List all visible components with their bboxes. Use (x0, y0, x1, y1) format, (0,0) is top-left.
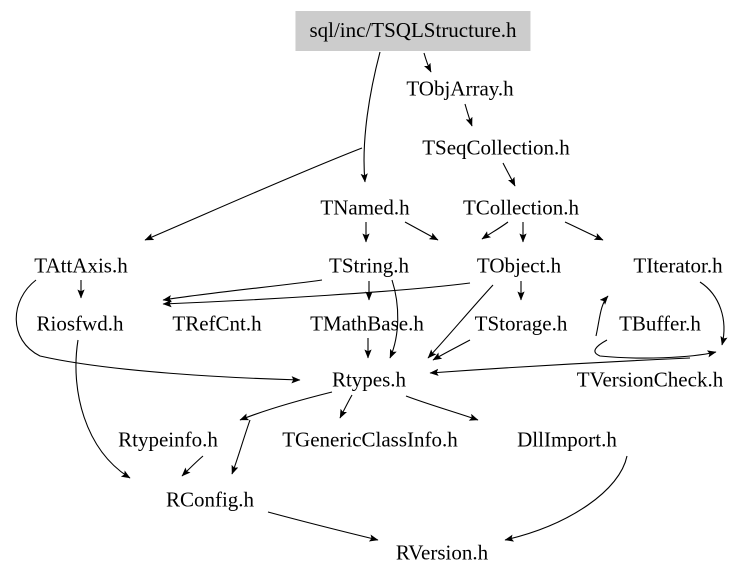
edge-tobject-trefcnt (162, 282, 471, 308)
edge-rconfig-rversion (267, 511, 379, 542)
graph-node-tversioncheck[interactable]: TVersionCheck.h (576, 367, 724, 392)
graph-node-tseqcollection[interactable]: TSeqCollection.h (422, 135, 570, 160)
edge-rtypes-dllimport (405, 395, 479, 421)
graph-node-trefcnt[interactable]: TRefCnt.h (172, 311, 262, 336)
edge-tcollection-tobject (481, 221, 509, 240)
edge-tnamed-tobject (404, 221, 439, 241)
edge-tobjarray-tseqcollection (464, 103, 473, 127)
graph-node-rconfig[interactable]: RConfig.h (165, 487, 255, 512)
graph-node-rversion[interactable]: RVersion.h (395, 540, 489, 565)
edge-tgenericclassinfo-rconfig (231, 419, 251, 475)
graph-node-riosfwd[interactable]: Riosfwd.h (36, 311, 124, 336)
edge-rtypes-rtypeinfo (239, 391, 333, 421)
graph-node-tstring[interactable]: TString.h (329, 253, 409, 278)
graph-node-tsqlstructure[interactable]: sql/inc/TSQLStructure.h (295, 11, 531, 51)
graph-node-tbuffer[interactable]: TBuffer.h (619, 311, 701, 336)
graph-node-titerator[interactable]: TIterator.h (633, 253, 723, 278)
edge-tsqlstructure-tobjarray (423, 52, 432, 73)
graph-node-rtypeinfo[interactable]: Rtypeinfo.h (118, 427, 218, 452)
edge-tobject-tbuffer (595, 295, 609, 337)
graph-node-tgenericclassinfo[interactable]: TGenericClassInfo.h (282, 427, 458, 452)
graph-node-tobjarray[interactable]: TObjArray.h (406, 76, 514, 101)
graph-node-tattaxis[interactable]: TAttAxis.h (34, 253, 128, 278)
edge-tsqlstructure-tnamed (360, 51, 381, 183)
graph-node-tstorage[interactable]: TStorage.h (474, 311, 568, 336)
edge-tbuffer-tversioncheck (594, 339, 717, 359)
graph-node-tnamed[interactable]: TNamed.h (320, 195, 410, 220)
edge-titerator-tversioncheck (699, 281, 728, 346)
edge-tattaxis-rtypes (15, 279, 301, 384)
graph-node-tobject[interactable]: TObject.h (476, 253, 562, 278)
graph-node-tmathbase[interactable]: TMathBase.h (310, 311, 424, 336)
edge-tobject-rtypes (427, 284, 494, 359)
graph-node-dllimport[interactable]: DllImport.h (517, 427, 617, 452)
edge-rtypeinfo-rconfig (181, 455, 204, 477)
edge-riosfwd-rconfig (75, 339, 131, 479)
edge-dllimport-rversion (504, 455, 628, 542)
edge-tsqlstructure-tattaxis (144, 147, 363, 241)
graph-node-rtypes[interactable]: Rtypes.h (331, 367, 407, 392)
edge-tstring-trefcnt (162, 279, 323, 303)
edge-tstorage-rtypes (432, 339, 471, 361)
edge-tseqcollection-tcollection (502, 162, 516, 187)
edge-tstring-rtypes (389, 279, 399, 359)
edge-rtypes-tgenericclassinfo (339, 394, 353, 419)
edge-tversioncheck-rtypes (429, 357, 691, 376)
edge-tcollection-titerator (564, 221, 604, 241)
graph-node-tcollection[interactable]: TCollection.h (462, 195, 580, 220)
